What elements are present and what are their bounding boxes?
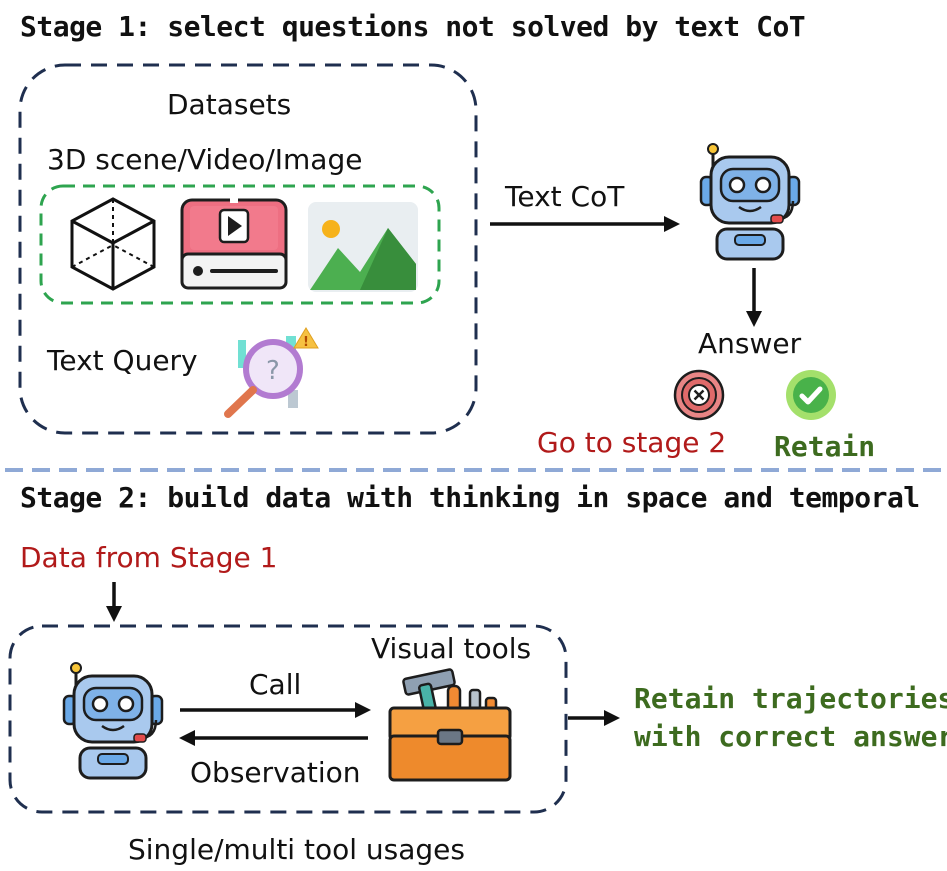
image-icon	[308, 202, 418, 292]
retain-label: Retain	[774, 430, 876, 463]
video-player-icon	[180, 198, 288, 290]
retain-trajectories-line2: with correct answer	[634, 720, 947, 753]
robot-icon	[62, 662, 164, 780]
data-from-stage1-label: Data from Stage 1	[20, 541, 278, 574]
toolbox-icon	[388, 668, 512, 782]
call-label: Call	[249, 668, 302, 701]
reject-icon	[673, 369, 725, 421]
svg-text:?: ?	[266, 356, 280, 386]
svg-text:!: !	[303, 335, 309, 350]
observation-label: Observation	[190, 756, 361, 789]
magnifier-question-icon: ? !	[224, 327, 319, 418]
retain-trajectories-line1: Retain trajectories	[634, 682, 947, 715]
go-to-stage2-label: Go to stage 2	[537, 426, 727, 459]
modalities-label: 3D scene/Video/Image	[47, 143, 363, 176]
visual-tools-label: Visual tools	[371, 632, 532, 665]
accept-icon	[786, 370, 836, 420]
cube-icon	[70, 197, 156, 291]
text-query-label: Text Query	[47, 344, 198, 377]
tool-usage-label: Single/multi tool usages	[128, 833, 465, 866]
answer-label: Answer	[698, 327, 802, 360]
text-cot-label: Text CoT	[505, 180, 625, 213]
datasets-label: Datasets	[167, 88, 292, 121]
stage1-title: Stage 1: select questions not solved by …	[20, 10, 806, 43]
stage2-title: Stage 2: build data with thinking in spa…	[20, 481, 920, 514]
robot-icon	[699, 143, 801, 261]
